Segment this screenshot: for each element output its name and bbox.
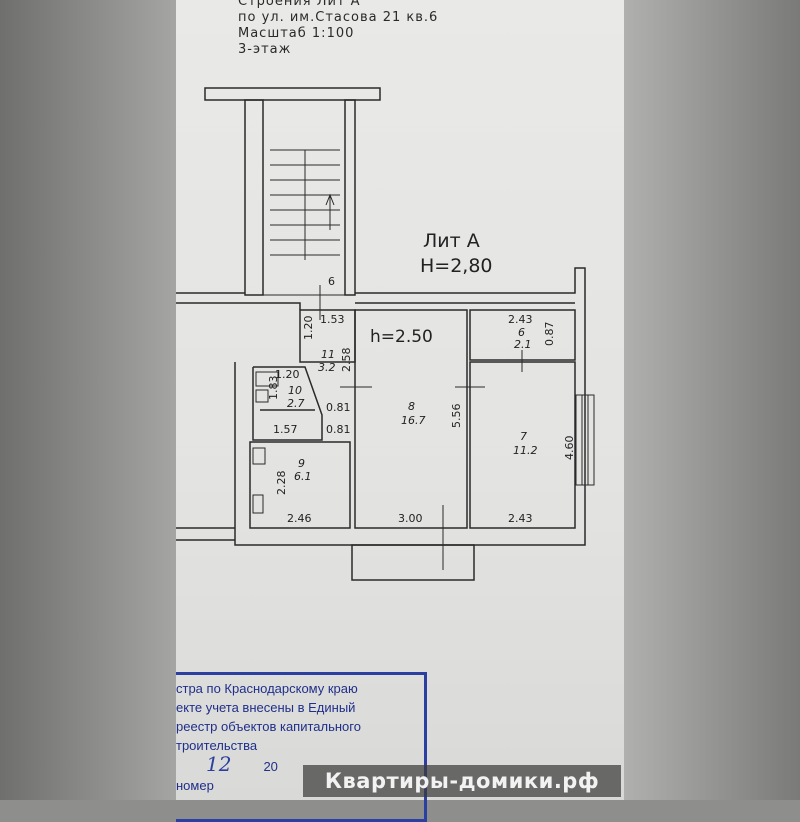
building-label: Лит А — [423, 230, 480, 252]
dimension-label: 1.53 — [320, 313, 345, 326]
stamp-line: екте учета внесены в Единый — [176, 700, 356, 715]
document-sheet — [176, 0, 624, 800]
room-area: 2.7 — [287, 397, 305, 410]
balcony — [351, 544, 475, 581]
dimension-label: 2.46 — [287, 512, 312, 525]
dimension-label: 2.28 — [275, 471, 288, 496]
room-number: 10 — [288, 384, 302, 397]
dimension-label: 1.20 — [302, 316, 315, 341]
dimension-label: 5.56 — [450, 404, 463, 429]
header-address: по ул. им.Стасова 21 кв.6 — [238, 10, 439, 25]
room-number: 7 — [520, 430, 527, 443]
stamp-line: стра по Краснодарскому краю — [176, 681, 358, 696]
dimension-label: 0.81 — [326, 401, 351, 414]
dimension-label: 3.00 — [398, 512, 423, 525]
stamp-year: 20 — [263, 759, 278, 774]
room-10 — [252, 366, 323, 441]
stamp-line: номер — [176, 778, 214, 793]
room-area: 16.7 — [401, 414, 426, 427]
room-number: 8 — [408, 400, 415, 413]
room-9 — [249, 441, 351, 529]
room-number: 9 — [298, 457, 305, 470]
sink-icon — [252, 447, 266, 465]
room-number: 6 — [518, 326, 525, 339]
dimension-label: 1.57 — [273, 423, 298, 436]
ceiling-height: h=2.50 — [370, 327, 433, 347]
rooms — [249, 285, 576, 570]
dimension-label: 2.43 — [508, 313, 533, 326]
header-floor: 3-этаж — [238, 42, 292, 57]
registry-stamp: стра по Краснодарскому краю екте учета в… — [176, 672, 427, 822]
room-number: 11 — [321, 348, 335, 361]
stove-icon — [252, 494, 264, 514]
photo-background-right — [624, 0, 800, 800]
watermark: Квартиры-домики.рф — [303, 765, 621, 797]
room-area: 3.2 — [318, 361, 336, 374]
document-header: Строения Лит А по ул. им.Стасова 21 кв.6… — [238, 0, 438, 58]
room-8 — [354, 309, 468, 529]
floor-plan: 6 Лит А H=2,80 h=2.50 1.53 1.20 2.58 — [176, 87, 595, 581]
dimension-label: 0.87 — [543, 322, 556, 347]
dimension-label: 1.83 — [267, 376, 280, 401]
dimension-label: 2.58 — [340, 348, 353, 373]
photo-background-left — [0, 0, 176, 800]
stairwell: 6 — [204, 87, 381, 296]
building-height: H=2,80 — [420, 255, 493, 277]
room-area: 2.1 — [514, 338, 532, 351]
toilet-icon — [255, 389, 269, 403]
dimension-label: 2.43 — [508, 512, 533, 525]
stamp-line: реестр объектов капитального — [176, 719, 361, 734]
header-line: Строения Лит А — [238, 0, 361, 9]
stamp-day: 12 — [206, 755, 232, 776]
outer-walls — [176, 267, 595, 581]
stair-number: 6 — [328, 275, 335, 288]
plan-labels: Лит А H=2,80 h=2.50 1.53 1.20 2.58 11 3.… — [267, 230, 576, 525]
room-area: 11.2 — [513, 444, 538, 457]
dimension-label: 0.81 — [326, 423, 351, 436]
dimension-label: 1.20 — [275, 368, 300, 381]
stair-steps — [270, 149, 340, 260]
sink-icon — [255, 371, 279, 387]
dimension-label: 4.60 — [563, 436, 576, 461]
room-area: 6.1 — [294, 470, 312, 483]
header-scale: Масштаб 1:100 — [238, 26, 355, 41]
stamp-line: троительства — [176, 738, 258, 753]
